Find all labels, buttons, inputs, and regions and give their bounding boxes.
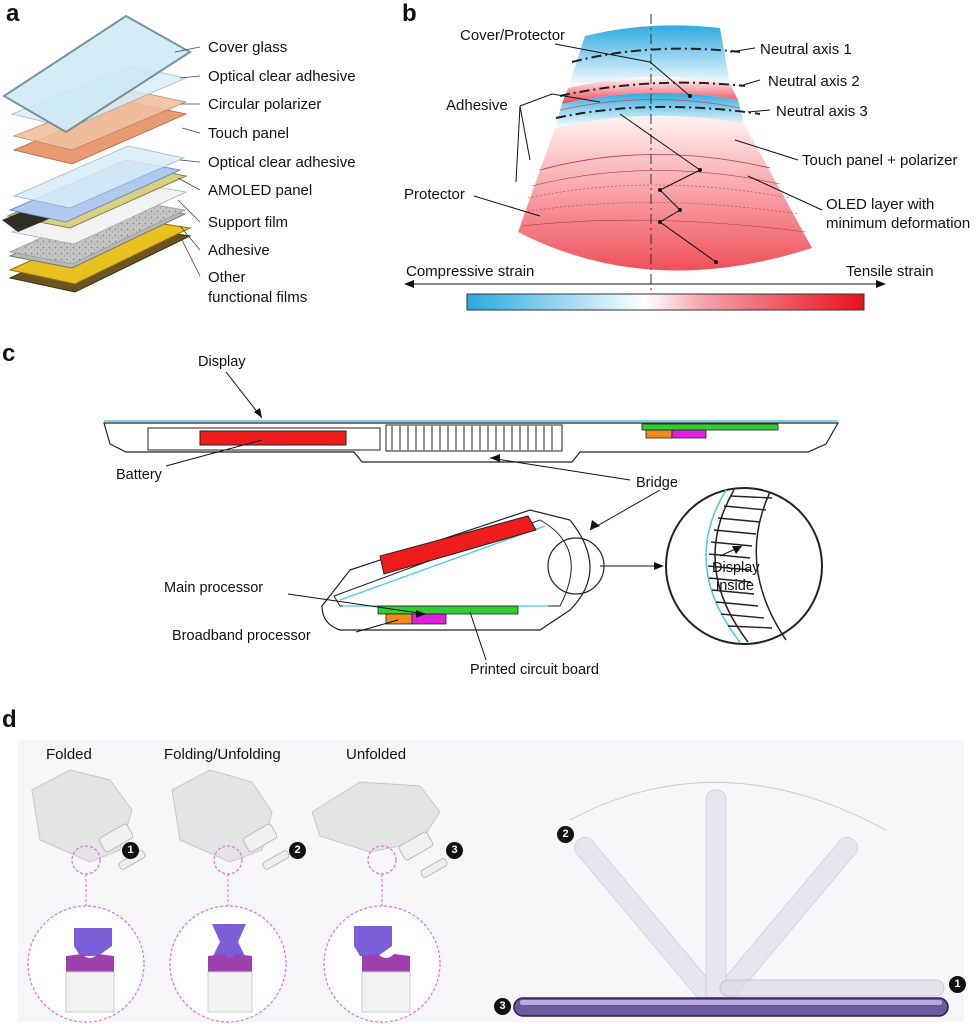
pcb-block-unfolded [641, 423, 779, 431]
layer-label-other: Other [208, 269, 246, 286]
strain-axis [404, 280, 886, 288]
state-label-folding-unfolding: Folding/Unfolding [164, 746, 281, 763]
label-compressive-strain: Compressive strain [406, 263, 535, 280]
layer-label-circular-polarizer: Circular polarizer [208, 96, 322, 113]
bent-layer-stack [518, 14, 812, 294]
label-broadband-processor: Broadband processor [172, 628, 311, 644]
state-badge-1-hinge: 1 [122, 842, 139, 859]
panel-b-leaders [473, 43, 823, 263]
label-cover-protector: Cover/Protector [460, 27, 566, 44]
hinge-zoom-detail [665, 487, 823, 645]
label-printed-circuit-board: Printed circuit board [470, 662, 599, 678]
layer-label-adhesive: Adhesive [208, 242, 270, 259]
layer-label-amoled-panel: AMOLED panel [208, 182, 313, 199]
layer-label-cover-glass: Cover glass [208, 39, 288, 56]
label-tensile-strain: Tensile strain [846, 263, 934, 280]
state-badge-2-phone: 2 [557, 826, 574, 843]
label-oled-layer: OLED layer with [826, 196, 935, 213]
layer-label-oca-2: Optical clear adhesive [208, 154, 356, 171]
label-display: Display [198, 354, 246, 370]
strain-color-bar [466, 293, 865, 311]
panel-c-leaders [165, 371, 743, 661]
folded-phone-cross-section [321, 509, 605, 631]
label-display-inside-1: Display [712, 560, 760, 576]
state-badge-1-phone: 1 [949, 976, 966, 993]
label-touch-polarizer: Touch panel + polarizer [802, 152, 958, 169]
label-protector: Protector [404, 186, 465, 203]
panel-a-leaders [174, 46, 201, 277]
panel-letter-d: d [2, 706, 17, 733]
layer-label-support-film: Support film [208, 214, 289, 231]
layer-label-functional-films: functional films [208, 289, 308, 306]
panel-b-dots [658, 94, 718, 264]
hinge-state-unfolded [311, 781, 448, 1023]
layer-label-touch-panel: Touch panel [208, 125, 289, 142]
label-battery: Battery [116, 467, 162, 483]
battery-block [199, 430, 347, 446]
panel-letter-b: b [402, 0, 417, 27]
panel-letter-c: c [2, 340, 16, 367]
label-neutral-axis-1: Neutral axis 1 [760, 41, 852, 58]
panel-letter-a: a [6, 0, 20, 27]
unfolded-phone-cross-section [103, 420, 840, 463]
state-label-unfolded: Unfolded [346, 746, 407, 763]
hinge-block [385, 424, 563, 452]
exploded-layer-stack [2, 14, 192, 293]
label-minimum-deformation: minimum deformation [826, 215, 971, 232]
label-adhesive-b: Adhesive [446, 97, 508, 114]
state-badge-2-hinge: 2 [289, 842, 306, 859]
hinge-state-folded [27, 769, 146, 1023]
hinge-state-folding [169, 769, 290, 1023]
phone-fold-sequence [513, 781, 949, 1017]
state-badge-3-hinge: 3 [446, 842, 463, 859]
state-label-folded: Folded [46, 746, 92, 763]
label-neutral-axis-2: Neutral axis 2 [768, 73, 860, 90]
state-badge-3-phone: 3 [494, 998, 511, 1015]
label-neutral-axis-3: Neutral axis 3 [776, 103, 868, 120]
label-bridge: Bridge [636, 475, 678, 491]
label-display-inside-2: inside [716, 578, 754, 594]
layer-label-oca-1: Optical clear adhesive [208, 68, 356, 85]
label-main-processor: Main processor [164, 580, 264, 596]
